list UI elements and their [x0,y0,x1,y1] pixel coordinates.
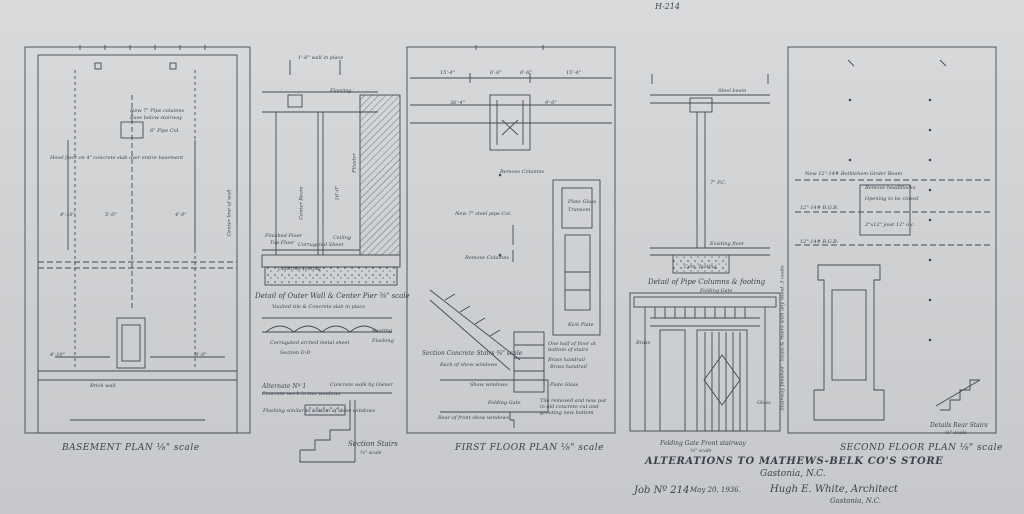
first-note-plateglass: Plate Glass [568,199,597,205]
first-note-show: Show windows [470,382,508,388]
second-floor-caption: SECOND FLOOR PLAN ⅛" scale [840,443,1003,453]
second-note-opening: Opening to be closed [865,196,919,202]
first-floor-plan [406,45,616,434]
pipe-column-detail [650,74,770,274]
column-dots [498,98,932,342]
sheet-title: ALTERATIONS TO MATHEWS-BELK CO'S STORE [645,456,944,467]
wall-note-top: Top Floor [270,240,295,246]
first-dim-1: 15'-4" [440,70,455,76]
first-note-newcol: New 7" steel pipe Col. [455,211,512,217]
job-number: Job Nº 214 [634,485,690,496]
second-note-rear-stairs: Details Rear Stairs [930,422,988,429]
wall-note-footing: Concrete footing [278,266,321,272]
wall-dim-top: 1'-6" wall in place [298,55,344,61]
alternate-note-flashing: Flashing similar to bottom of show windo… [263,408,375,414]
first-note-brass-1: Brass handrail [548,357,585,363]
basement-dim-4: 4'-10" [50,352,65,358]
first-floor-caption: FIRST FLOOR PLAN ⅛" scale [455,443,604,453]
section-note-sheet: Corrugated arched metal sheet [270,340,350,346]
basement-note-floor: Hood floor on 4" concrete slab over enti… [50,155,184,161]
first-dim-2: 6'-6" [490,70,502,76]
basement-note-pipe: 6" Pipe Col. [150,128,180,134]
first-dim-3: 6'-6" [520,70,532,76]
first-span: 36'-4" [450,100,465,106]
gate-caption: Folding Gate Front stairway [660,440,746,447]
wall-caption: Detail of Outer Wall & Center Pier ⅜" sc… [255,292,410,300]
basement-caption: BASEMENT PLAN ⅛" scale [62,443,200,453]
first-note-plateglass-2: Plate Glass [550,382,579,388]
second-note-stairway: Stairway finished - Steps & risers with … [779,265,786,411]
wall-note-ceiling: Ceiling [333,235,352,241]
alternate-text: Concrete work in two windows [262,391,341,397]
wall-subcaption: Vaulted tile & Concrete slab in place [272,304,366,310]
first-note-brass-2: Brass handrail [550,364,587,370]
architect-city: Gastonia, N.C. [830,497,881,505]
pipe-note-beam: Steel beam [718,88,747,94]
alternate-title: Alternate Nº 1 [262,383,307,390]
basement-dim-5: 8'-0" [195,352,207,358]
section-note-bearing: Bearing [372,328,393,334]
wall-note-height: 16'-0" [334,185,341,201]
first-note-back: Back of show windows [440,362,498,368]
job-date: May 20, 1936. [690,486,741,494]
gate-scale: ⅜" scale [690,448,712,454]
pipe-note-floor: Existing floor [710,241,744,247]
first-dim-4: 15'-4" [566,70,581,76]
wall-note-sheet: Corrugated Sheet [298,242,344,248]
wall-note-flooring: Flooring [330,88,352,94]
first-note-rear: Rear of front show windows [438,415,510,421]
second-note-bgb-2: 12"-14# B.G.B. [800,239,839,245]
second-note-scale: ½" scale [945,430,967,436]
basement-plan [24,45,251,434]
architect-name: Hugh E. White, Architect [770,484,898,495]
wall-note-finished: Finished Floor [265,233,302,239]
alternate-section [262,392,392,463]
first-note-transom: Transom [568,207,591,213]
first-side-dim: 9'-0" [545,100,557,106]
basement-note-columns: New 7" Pipe columns [130,108,185,114]
first-note-section: Section Concrete Stairs ⅜" scale [422,350,523,357]
section-stairs-caption: Section Stairs [348,440,398,448]
second-note-joist: 2"x12" joist 12" o.c. [865,222,916,228]
pipe-note-footing: Cem. footing [684,264,717,270]
pipe-caption: Detail of Pipe Columns & footing [648,278,766,286]
wall-note-beam: Center Beam [298,186,305,220]
wall-note-pilaster: Pilaster [351,153,358,173]
sheet-location: Gastonia, N.C. [760,469,826,479]
first-note-remove-2: Remove Columns [465,255,510,261]
section-note-dd: Section D-D [280,350,311,356]
first-note-tile: Tile removed and new put in old concrete… [540,398,607,416]
pipe-note-pc: 7" P.C. [710,180,727,186]
second-note-headblocks: Remove headblocks [865,185,916,191]
corner-mark: H-214 [655,2,680,11]
alternate-note-walk: Concrete walk by Owner [330,382,393,388]
gate-note-brass: Brass [636,340,651,346]
gate-note-folding: Folding Gate [700,288,733,294]
second-note-girder: New 12"-14# Bethlehem Girder Beam [805,171,903,177]
gate-note-glass: Glass [757,400,771,406]
section-stairs-scale: ⅜" scale [360,450,382,456]
basement-dim-1: 4'-10" [60,212,75,218]
first-note-gate: Folding Gate [488,400,521,406]
wall-detail [261,60,401,333]
section-note-flashing: Flashing [372,338,394,344]
second-note-bgb-1: 12"-14# B.G.B. [800,205,839,211]
second-floor-plan [787,46,997,434]
first-note-half: One half of floor at bottom of stairs [548,341,596,353]
basement-note-brick: Brick wall [90,383,116,389]
basement-dim-3: 4'-0" [175,212,187,218]
first-note-remove-1: Remove Columns [500,169,545,175]
basement-dim-2: 5'-0" [105,212,117,218]
first-note-kickplate: Kick Plate [568,322,594,328]
folding-gate-elevation [629,292,781,432]
basement-note-base: Base below stairway [130,115,183,121]
basement-note-centerline: Center line of wall [226,189,233,237]
